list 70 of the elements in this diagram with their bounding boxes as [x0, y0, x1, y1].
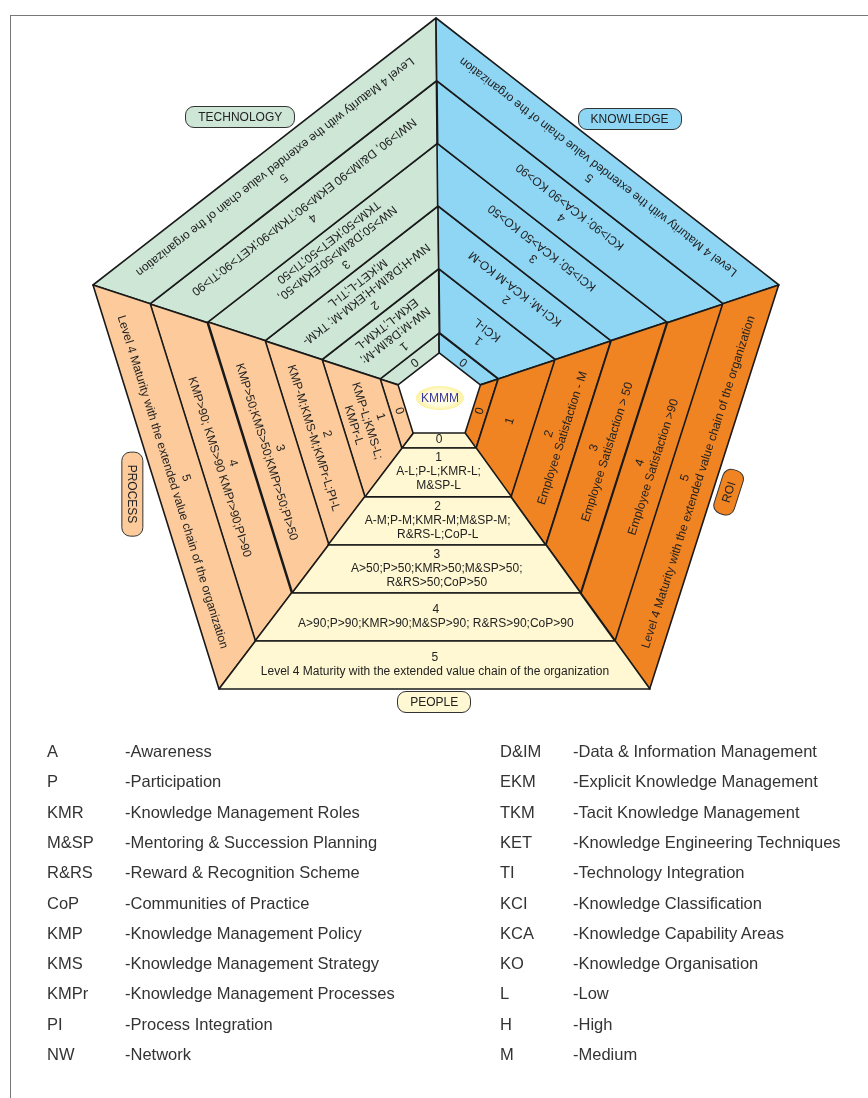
abbreviation-definition: -Medium [573, 1045, 638, 1064]
level-number: 5 [430, 651, 440, 665]
level-criteria: A-M;P-M;KMR-M;M&SP-M; R&RS-L;CoP-L [363, 514, 512, 542]
abbreviation: M&SP [47, 832, 94, 852]
level-criteria: A>90;P>90;KMR>90;M&SP>90; R&RS>90;CoP>90 [297, 616, 575, 631]
abbreviation: EKM [500, 772, 536, 792]
level-criteria: A-L;P-L;KMR-L; M&SP-L [395, 465, 482, 494]
abbreviation: A [47, 742, 58, 761]
abbreviation: NW [47, 1045, 75, 1064]
abbreviation-definition: -Knowledge Classification [573, 893, 762, 913]
abbreviation-definition: -Participation [125, 772, 222, 792]
sector-tab: TECHNOLOGY [185, 106, 296, 129]
abbreviation-definition: -Data & Information Management [573, 742, 817, 761]
level-criteria: Level 4 Maturity with the extended value chain of the organization [259, 665, 611, 679]
sector-tab: PEOPLE [397, 690, 472, 713]
level-number: 4 [431, 603, 441, 617]
abbreviation-definition: -Communities of Practice [125, 893, 310, 913]
abbreviation-definition: -Low [573, 984, 609, 1004]
abbreviation-definition: -Knowledge Capability Areas [573, 923, 784, 943]
abbreviation-definition: -Explicit Knowledge Management [573, 772, 818, 792]
abbreviation-definition: -Knowledge Management Policy [125, 923, 362, 943]
abbreviation: KCI [500, 893, 528, 913]
abbreviation-definition: -High [573, 1014, 613, 1034]
hub-ellipse: KMMM [416, 386, 464, 410]
abbreviation: P [47, 772, 58, 792]
level-number: 4 [630, 457, 647, 468]
abbreviation: KMR [47, 802, 84, 822]
abbreviation-definition: -Reward & Recognition Scheme [125, 863, 360, 883]
abbreviation-definition: -Knowledge Engineering Techniques [573, 832, 841, 852]
abbreviation: M [500, 1045, 514, 1064]
abbreviation-definition: -Process Integration [125, 1014, 273, 1034]
level-number: 0 [390, 404, 409, 418]
level-number: 2 [433, 500, 442, 515]
level-number: 4 [225, 457, 242, 468]
abbreviation: R&RS [47, 863, 93, 883]
abbreviation-definition: -Knowledge Management Roles [125, 802, 360, 822]
level-number: 0 [434, 433, 444, 448]
level-number: 0 [470, 404, 488, 419]
abbreviation-definition: -Tacit Knowledge Management [573, 802, 800, 822]
abbreviation: KMS [47, 954, 83, 974]
level-number: 0 [455, 354, 472, 373]
abbreviation-definition: -Awareness [125, 742, 212, 761]
abbreviation-definition: -Mentoring & Succession Planning [125, 832, 378, 852]
abbreviation-definition: -Knowledge Management Processes [125, 984, 395, 1004]
abbreviation: KMP [47, 923, 83, 943]
level-criteria: A>50;P>50;KMR>50;M&SP>50; R&RS>50;CoP>50 [350, 562, 524, 590]
abbreviation-definition: -Knowledge Management Strategy [125, 954, 380, 974]
sector-tab: PROCESS [121, 451, 144, 537]
abbreviation-definition: -Knowledge Organisation [573, 954, 759, 974]
abbreviation: TI [500, 863, 515, 883]
abbreviation: TKM [500, 802, 535, 822]
level-number: 3 [585, 442, 602, 454]
abbreviation: H [500, 1014, 512, 1034]
abbreviation: L [500, 984, 510, 1004]
abbreviation: CoP [47, 893, 80, 913]
level-number: 3 [432, 548, 442, 563]
abbreviation: KET [500, 832, 533, 852]
abbreviation: D&IM [500, 742, 542, 761]
level-number: 2 [539, 427, 557, 439]
abbreviation: KCA [500, 923, 534, 943]
level-number: 5 [179, 472, 196, 483]
abbreviation-definition: -Technology Integration [573, 863, 745, 883]
abbreviation: PI [47, 1014, 63, 1034]
level-number: 1 [434, 451, 443, 466]
abbreviation: KMPr [47, 984, 89, 1004]
abbreviation: KO [500, 954, 524, 974]
level-number: 5 [276, 170, 291, 186]
level-number: 1 [500, 414, 519, 428]
abbreviation-definition: -Network [125, 1045, 191, 1064]
sector-tab: KNOWLEDGE [577, 107, 682, 130]
